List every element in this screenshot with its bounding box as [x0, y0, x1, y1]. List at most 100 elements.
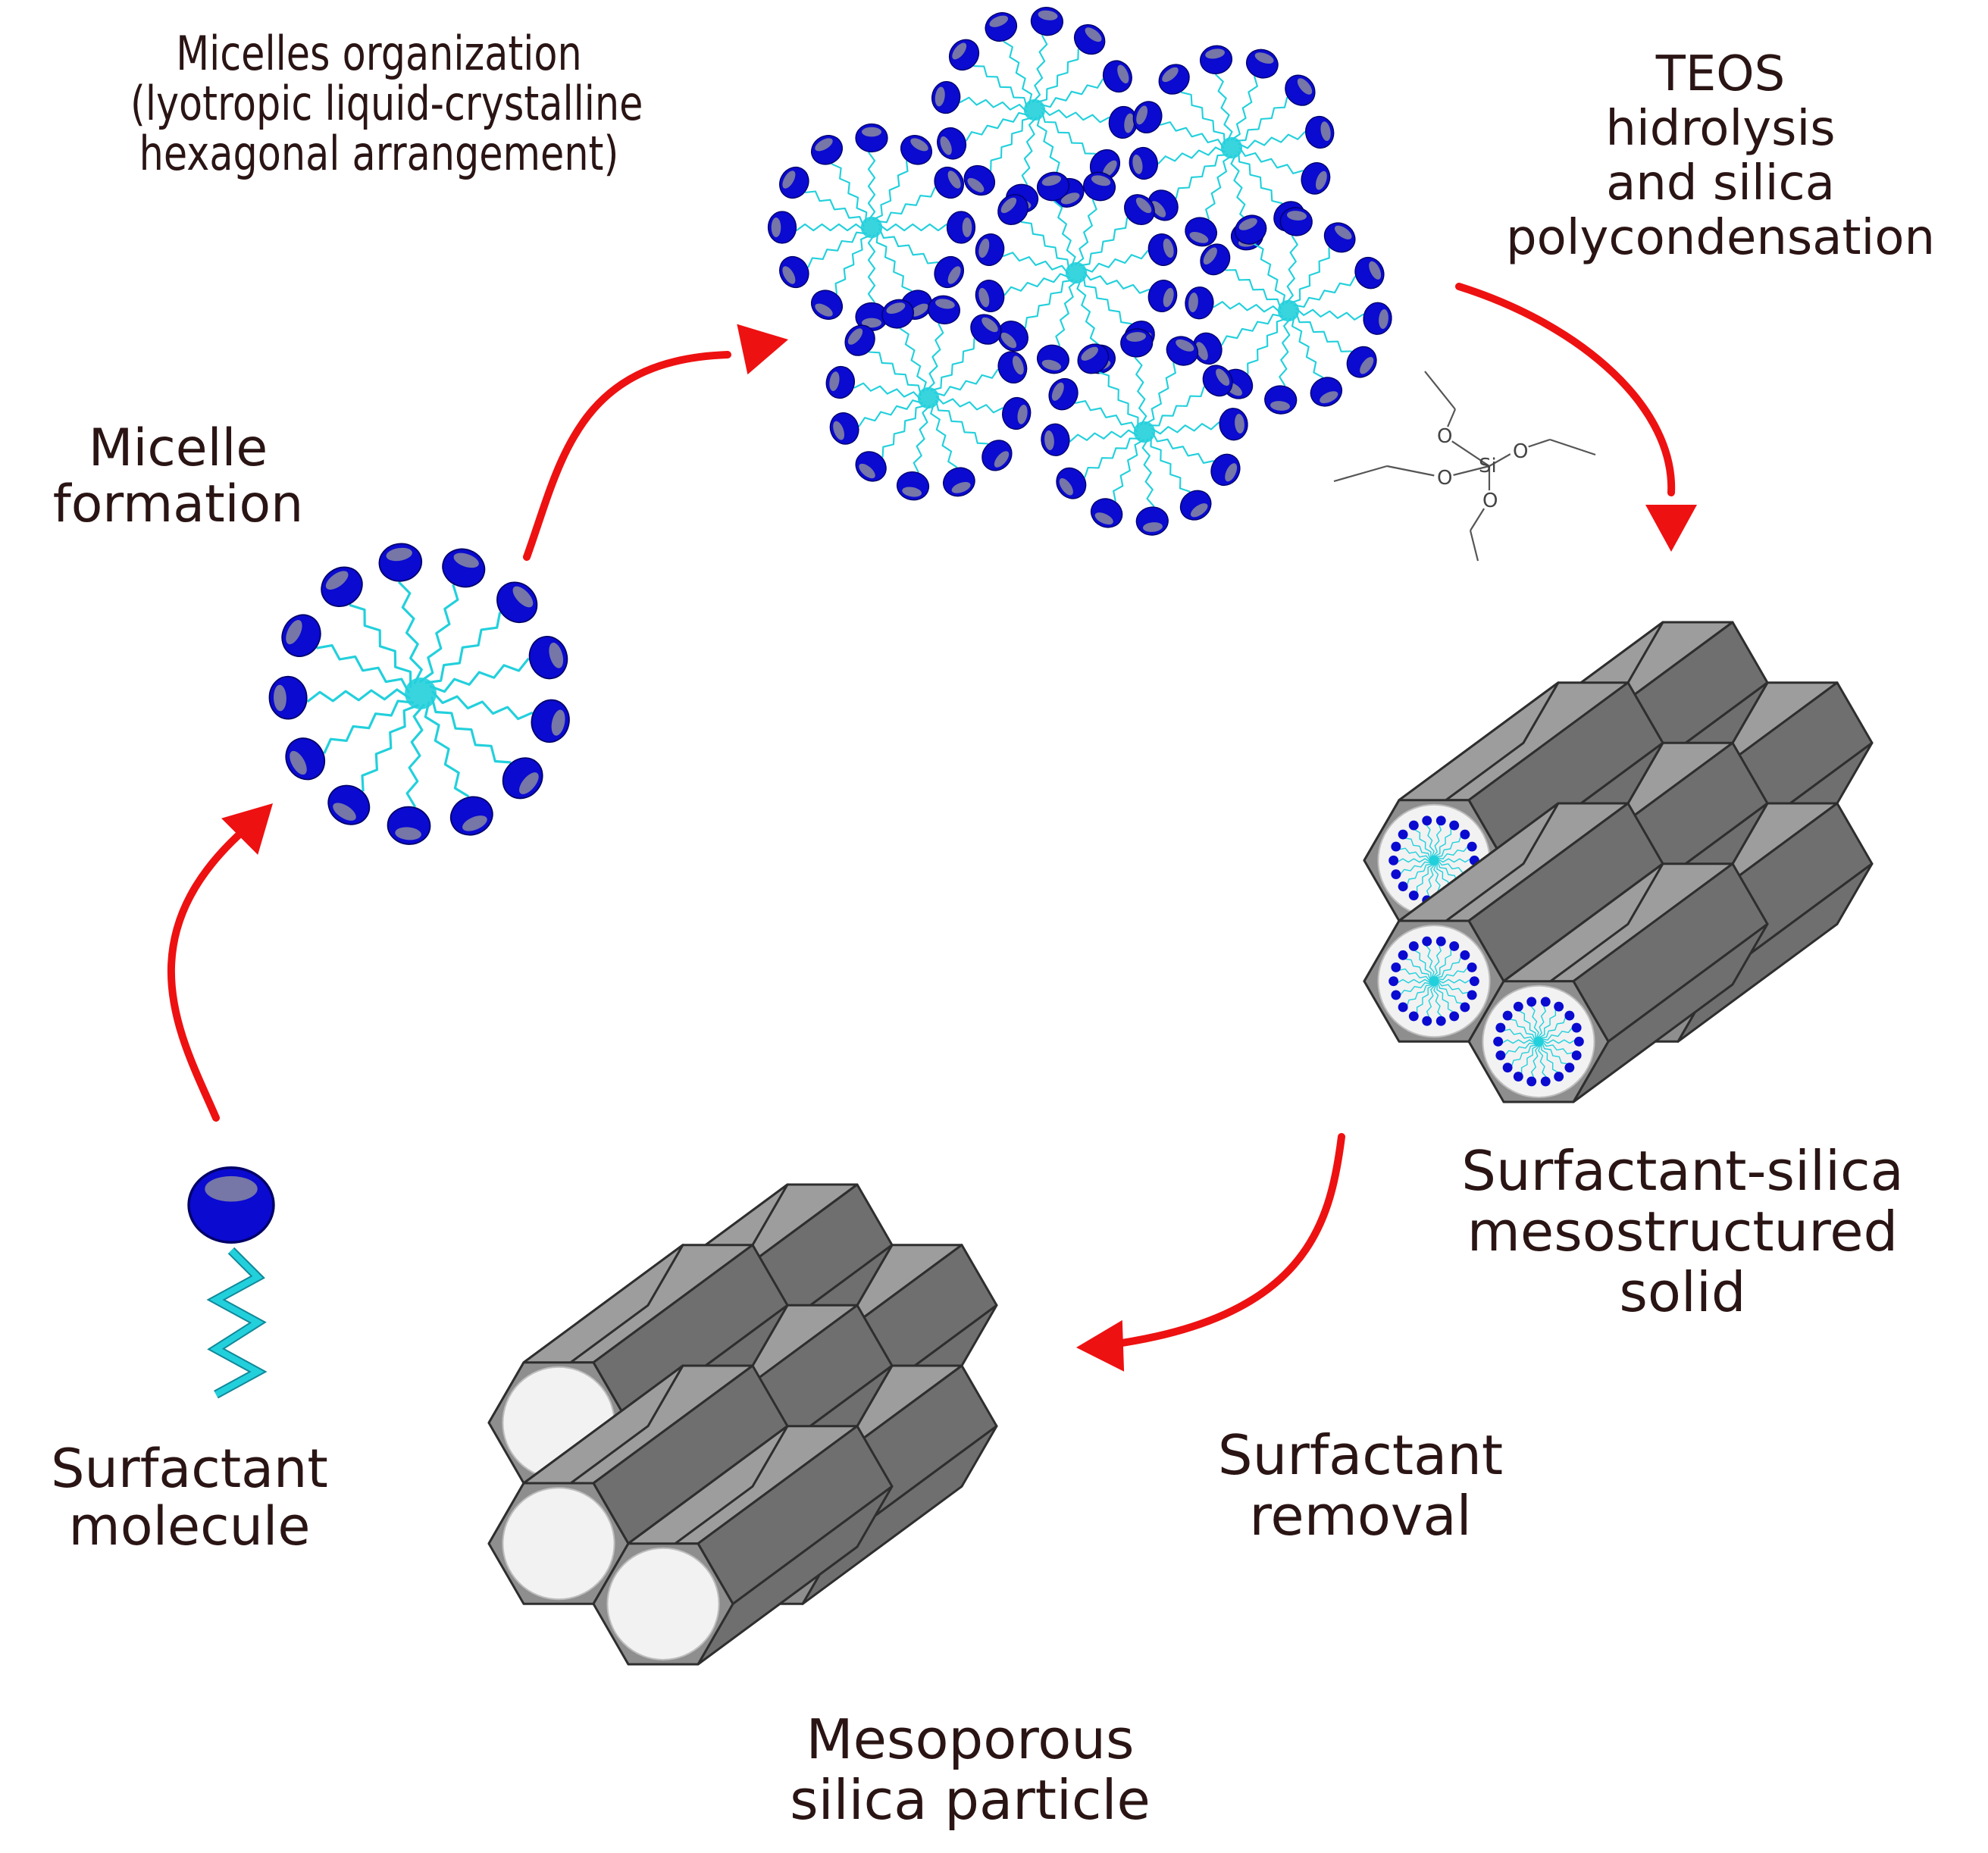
surfactant-tail [930, 338, 975, 392]
surfactant-head [855, 123, 888, 153]
surfactant-tail [1538, 1044, 1548, 1078]
pore [606, 1547, 720, 1661]
surfactant-tail [1238, 151, 1283, 205]
surfactant-tail [1083, 271, 1151, 294]
surfactant-head [1129, 146, 1158, 180]
surfactant-tail [1414, 950, 1432, 979]
process-arrow [1076, 1133, 1345, 1372]
surfactant-tail [1398, 847, 1431, 862]
surfactant-head [1073, 23, 1106, 55]
arrow-shaft [167, 815, 261, 1122]
surfactant-silica-solid [1363, 621, 1874, 1103]
surfactant-head [779, 255, 809, 289]
surfactant-head [1108, 105, 1138, 139]
surfactant-tail [424, 612, 502, 684]
surfactant-tail [1220, 313, 1284, 346]
surfactant-tail [1069, 429, 1138, 443]
surfactant-tail [899, 327, 927, 393]
label-surfactant-removal: Surfactant removal [1217, 1423, 1504, 1548]
surfactant-tail [1520, 1044, 1539, 1075]
surfactant-tail [1504, 1042, 1536, 1056]
surfactant-head [1166, 336, 1199, 366]
surfactant-head [881, 299, 914, 329]
surfactant-head [1090, 498, 1123, 528]
surfactant-tail [1539, 1016, 1567, 1039]
surfactant-tail [418, 584, 459, 684]
surfactant-tail [1406, 984, 1433, 1006]
surfactant-tail [973, 65, 1028, 108]
surfactant-head [844, 324, 875, 356]
arrow-head [1645, 505, 1697, 552]
surfactant-tail [1425, 824, 1435, 858]
surfactant-tail [1542, 1039, 1576, 1044]
surfactant-head [1158, 64, 1190, 95]
surfactant-tail [1238, 146, 1304, 174]
arrow-shaft [1455, 283, 1676, 496]
hexagonal-channel [592, 1425, 894, 1666]
surfactant-head [1102, 60, 1132, 93]
pore-micelle [1493, 997, 1584, 1087]
surfactant-tail [913, 405, 931, 473]
surfactant-head [1185, 286, 1214, 320]
surfactant-tail [1021, 117, 1038, 186]
surfactant-tail [1501, 1039, 1536, 1044]
surfactant-tail [1053, 200, 1076, 268]
surfactant-head [997, 194, 1028, 225]
surfactant-tail [1055, 280, 1079, 347]
surfactant-head [1305, 115, 1335, 149]
surfactant-head [321, 566, 363, 607]
micelle-core [860, 216, 883, 239]
surfactant-tail [867, 233, 876, 303]
surfactant-head [1192, 332, 1223, 365]
micelle [767, 123, 976, 332]
surfactant-tail [1082, 249, 1149, 273]
surfactant-tail [1020, 221, 1070, 271]
surfactant-head [1135, 506, 1169, 536]
process-arrow [1455, 283, 1697, 552]
surfactant-tail [1541, 1044, 1559, 1073]
surfactant-tail [1293, 275, 1357, 308]
surfactant-tail [1542, 1042, 1568, 1065]
surfactant-head [985, 12, 1018, 42]
surfactant-head [1030, 6, 1064, 36]
surfactant-tail [1253, 243, 1286, 306]
surfactant-head [810, 135, 844, 165]
atom-si: Si [1479, 455, 1497, 477]
surfactant-tail [1404, 958, 1431, 981]
surfactant-tail [872, 160, 909, 221]
surfactant-tail [1247, 318, 1288, 374]
surfactant-tail [934, 368, 999, 396]
surfactant-tail [796, 223, 866, 232]
surfactant-head [963, 164, 996, 196]
surfactant-tail [1225, 269, 1282, 310]
surfactant-head [1301, 162, 1331, 195]
arrow-head [737, 324, 788, 375]
surfactant-tail [1416, 984, 1434, 1014]
surfactant-tail [1414, 828, 1432, 859]
surfactant-tail [1436, 846, 1469, 860]
surfactant-tail [1404, 837, 1431, 860]
surfactant-head [1036, 344, 1069, 374]
surfactant-head [937, 127, 967, 160]
surfactant-head [1285, 74, 1316, 106]
surfactant-head [767, 211, 797, 244]
micelle-core [1277, 299, 1300, 322]
surfactant-tail [405, 703, 426, 808]
surfactant-tail [1003, 40, 1033, 105]
surfactant-head [1200, 243, 1231, 276]
surfactant-head [1279, 207, 1313, 236]
surfactant-tail [1432, 824, 1442, 857]
arrow-head [221, 803, 273, 855]
surfactant-tail [1437, 858, 1471, 863]
surfactant-head [943, 467, 975, 497]
surfactant-head [1083, 171, 1116, 202]
surfactant-tail [1435, 835, 1462, 858]
surfactant-tail [1144, 362, 1176, 425]
surfactant-tail [1436, 983, 1454, 1013]
surfactant-head [975, 280, 1005, 313]
surfactant-head [285, 737, 326, 781]
surfactant-tail [1437, 978, 1471, 984]
surfactant-tail [881, 404, 927, 458]
